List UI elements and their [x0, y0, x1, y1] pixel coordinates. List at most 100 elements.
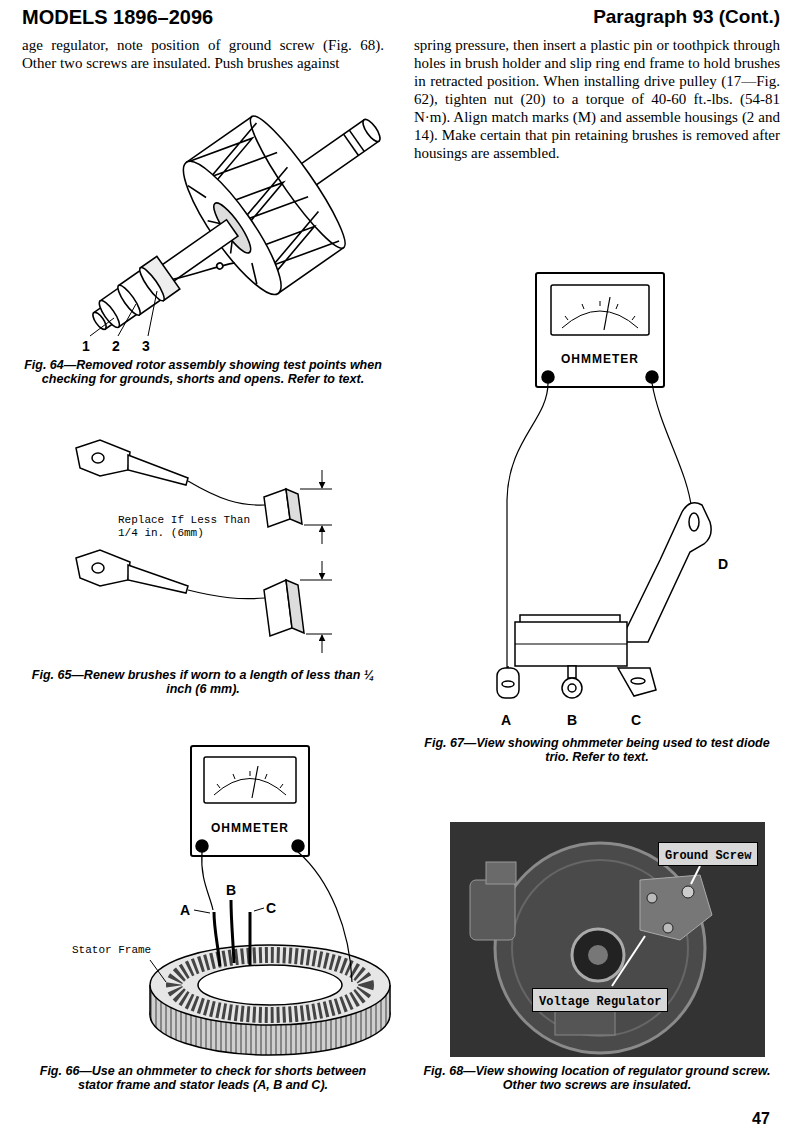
body-text: spring pressure, then insert a plastic p… — [414, 36, 780, 162]
drawing-part — [647, 893, 657, 903]
drawing-part — [118, 304, 136, 336]
drawing-part — [136, 265, 167, 304]
drawing-part — [194, 910, 210, 913]
drawing-part — [646, 371, 658, 383]
photo-callout: Voltage Regulator — [532, 988, 668, 1012]
drawing-part — [128, 565, 188, 593]
drawing-part — [542, 371, 554, 383]
drawing-part — [188, 481, 265, 505]
drawing-part — [344, 134, 359, 155]
node-text: OHMMETER — [561, 352, 639, 366]
diode-trio-drawing — [497, 285, 711, 698]
drawing-part — [148, 291, 157, 336]
drawing-part — [604, 297, 610, 330]
drawing-part — [562, 311, 638, 328]
figure-caption: Fig. 67—View showing ohmmeter being used… — [414, 736, 780, 764]
callout-number: 2 — [112, 338, 120, 354]
drawing-part — [214, 912, 220, 966]
drawing-part — [618, 668, 656, 696]
drawing-part — [360, 117, 383, 144]
drawing-part — [286, 489, 302, 524]
drawing-part — [94, 220, 238, 329]
drawing-part — [691, 866, 700, 884]
part-name: Stator Frame — [72, 944, 168, 957]
drawing-part — [515, 622, 627, 666]
drawing-part — [568, 684, 576, 692]
drawing-part — [349, 130, 364, 151]
drawing-part — [640, 875, 712, 940]
drawing-part — [173, 245, 235, 297]
drawing-part — [115, 283, 144, 318]
body-text: age regulator, note position of ground s… — [22, 36, 384, 72]
drawing-part — [76, 550, 130, 586]
regulator-photo — [450, 822, 765, 1057]
drawing-part — [306, 634, 332, 635]
drawing-part — [76, 440, 130, 476]
drawing-part — [196, 840, 208, 852]
node-text: Ground Screw — [665, 849, 751, 863]
drawing-part — [502, 681, 514, 687]
drawing-part — [300, 489, 332, 490]
figure-caption: Fig. 66—Use an ohmmeter to check for sho… — [22, 1064, 384, 1092]
drawing-part — [92, 453, 104, 463]
lead-letter: B — [226, 882, 236, 898]
figure-caption: Fig. 68—View showing location of regulat… — [414, 1064, 780, 1092]
drawing-part — [300, 580, 332, 581]
drawing-part — [620, 503, 711, 642]
terminal-letter: D — [718, 556, 728, 572]
drawing-part — [682, 886, 694, 898]
drawing-part — [286, 580, 304, 633]
callout-number: 3 — [142, 338, 150, 354]
drawing-part — [198, 965, 342, 1005]
terminal-letter: C — [631, 712, 641, 728]
drawing-part — [90, 318, 114, 336]
drawing-part — [322, 470, 323, 488]
drawing-part — [515, 644, 627, 645]
drawing-part — [470, 880, 515, 940]
drawing-part — [150, 960, 166, 982]
drawing-part — [322, 635, 323, 653]
drawing-part — [450, 822, 765, 1057]
drawing-part — [150, 945, 390, 1025]
drawing-part — [92, 563, 104, 573]
figure-caption: Fig. 65—Renew brushes if worn to a lengt… — [22, 668, 384, 696]
drawing-part — [322, 561, 323, 579]
drawing-part — [572, 929, 624, 981]
drawing-part — [497, 668, 519, 698]
node-text: OHMMETER — [211, 821, 289, 835]
drawing-part — [254, 908, 264, 911]
drawing-part — [612, 936, 645, 986]
drawing-part — [214, 779, 286, 796]
drawing-part — [562, 678, 582, 698]
stator-drawing — [150, 757, 390, 1055]
dimension-note: Replace If Less Than 1/4 in. (6mm) — [118, 514, 258, 540]
drawing-part — [96, 298, 123, 330]
drawing-part — [495, 843, 705, 1053]
ohmmeter-box: OHMMETER — [535, 272, 665, 388]
drawing-part — [174, 955, 366, 1015]
drawing-part — [304, 525, 332, 526]
drawing-part — [231, 900, 234, 963]
drawing-part — [217, 771, 283, 788]
drawing-part — [128, 455, 188, 485]
drawing-part — [252, 766, 258, 798]
terminal-letter: A — [501, 712, 511, 728]
page-number: 47 — [752, 1110, 770, 1128]
drawing-part — [565, 301, 635, 320]
rotor-drawing — [50, 62, 421, 389]
drawing-part — [588, 945, 608, 965]
callout-number: 1 — [82, 338, 90, 354]
drawing-part — [551, 285, 649, 335]
drawing-part — [216, 262, 224, 270]
drawing-part — [486, 862, 516, 884]
drawing-part — [663, 923, 673, 933]
drawing-part — [298, 852, 352, 982]
drawing-part — [292, 840, 304, 852]
drawing-part — [689, 513, 699, 531]
terminal-letter: B — [567, 712, 577, 728]
ohmmeter-box: OHMMETER — [190, 745, 310, 857]
brush-drawing — [76, 440, 332, 653]
drawing-part — [204, 757, 296, 803]
leader-lines — [90, 291, 157, 336]
